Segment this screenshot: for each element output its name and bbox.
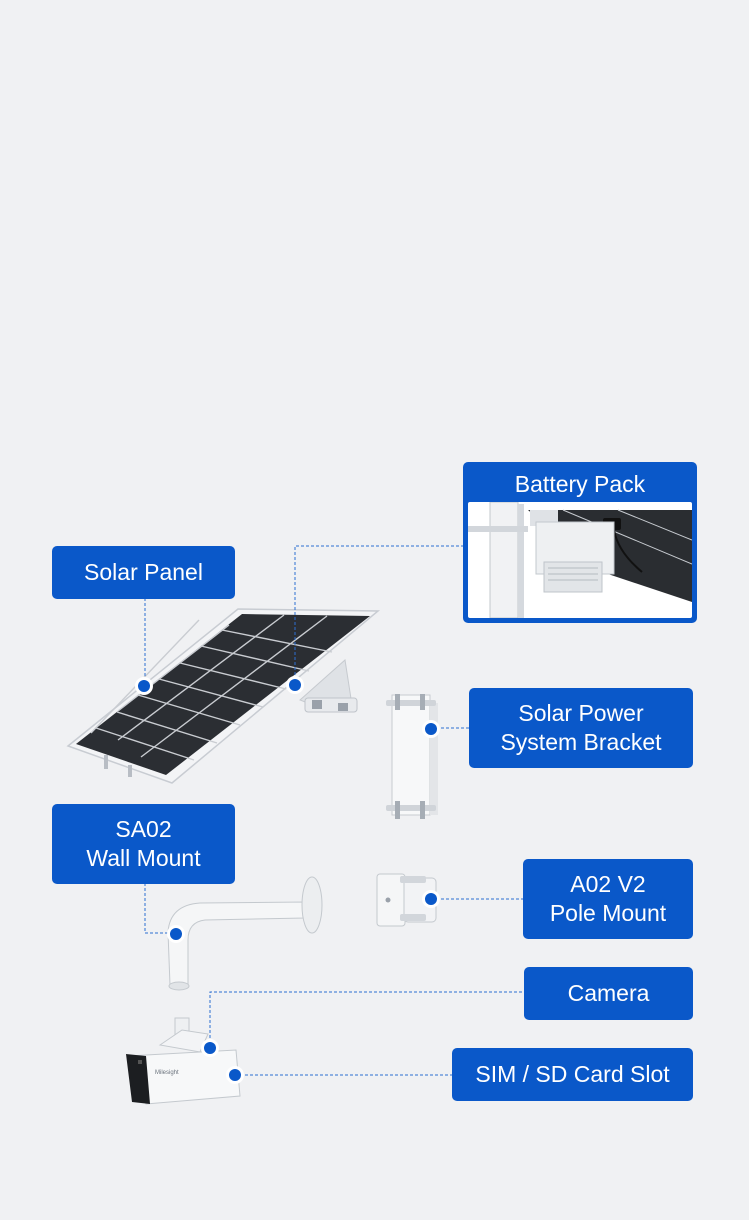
solar-panel-image	[66, 608, 381, 784]
dot-solar-panel	[135, 677, 153, 695]
solar-power-system-bracket-label: Solar Power System Bracket	[469, 688, 693, 768]
battery-pack-callout: Battery Pack	[463, 462, 697, 623]
battery-pack-photo	[468, 502, 692, 618]
dot-battery-pack	[286, 676, 304, 694]
sim-sd-card-slot-label: SIM / SD Card Slot	[452, 1048, 693, 1101]
solar-panel-label: Solar Panel	[52, 546, 235, 599]
dot-wall-mount	[167, 925, 185, 943]
battery-pack-label: Battery Pack	[514, 471, 646, 497]
callout-dots	[135, 676, 440, 1084]
camera-brand-logo: Milesight	[155, 1070, 179, 1076]
dot-pole-mount	[422, 890, 440, 908]
wall-mount-image	[167, 876, 323, 991]
sa02-wall-mount-label: SA02 Wall Mount	[52, 804, 235, 884]
pole-mount-image	[376, 873, 437, 927]
dot-bracket	[422, 720, 440, 738]
bracket-image	[386, 694, 438, 819]
dot-sim-sd-slot	[226, 1066, 244, 1084]
camera-label: Camera	[524, 967, 693, 1020]
camera-image: Milesight	[126, 1017, 241, 1105]
a02v2-pole-mount-label: A02 V2 Pole Mount	[523, 859, 693, 939]
dot-camera	[201, 1039, 219, 1057]
